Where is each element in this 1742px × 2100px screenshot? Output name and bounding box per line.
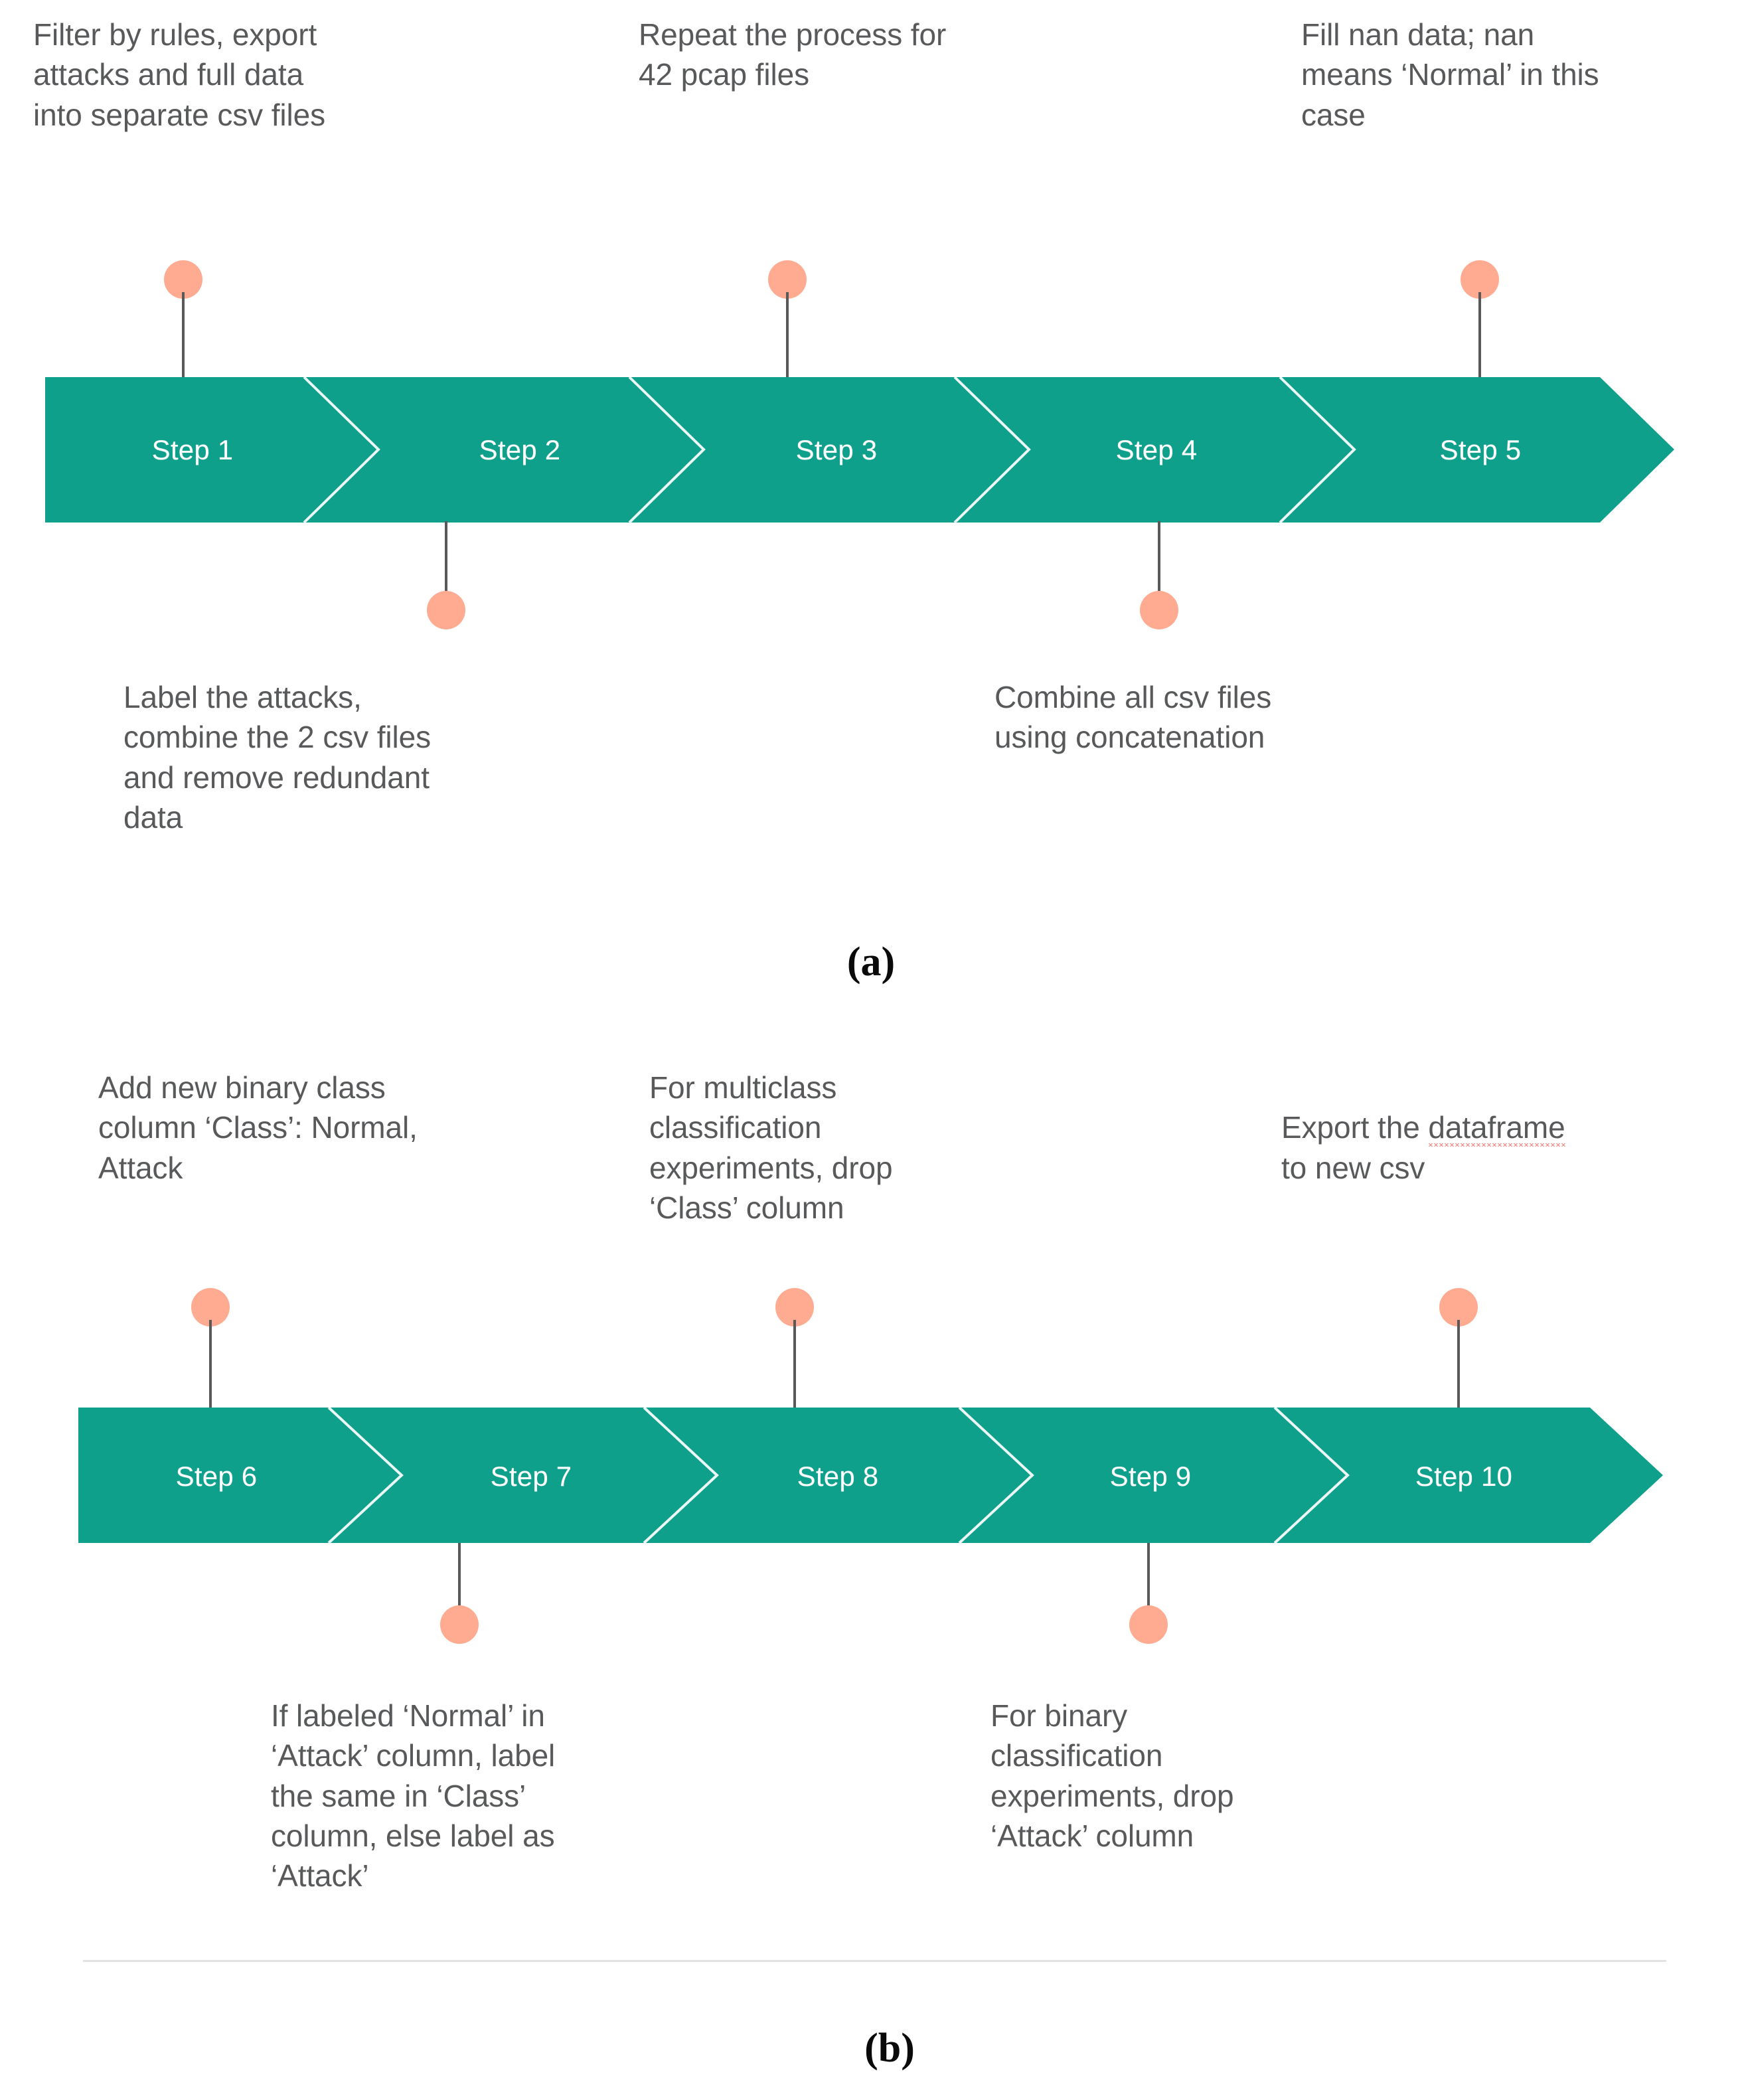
connector-stem-step2 [445,521,447,607]
step-label-3[interactable]: Step 3 [795,434,878,465]
connector-stem-step4 [1158,521,1160,607]
connector-stem-step5 [1478,292,1481,378]
marker-dot-step2 [427,591,465,629]
callout-step10-above: Export the dataframe to new csv [1281,1068,1680,1188]
step-label-4[interactable]: Step 4 [1115,434,1198,465]
step-label-1[interactable]: Step 1 [151,434,234,465]
callout-step1-above: Filter by rules, export attacks and full… [33,17,326,132]
step-label-5[interactable]: Step 5 [1439,434,1522,465]
callout-step8-above: For multiclass classification experiment… [649,1070,893,1225]
connector-stem-step8 [793,1320,796,1408]
connector-stem-step3 [786,292,789,378]
marker-dot-step4 [1140,591,1178,629]
panel-caption-b: (b) [864,2026,915,2071]
connector-stem-step10 [1457,1320,1460,1408]
connector-stem-step7 [458,1543,461,1624]
callout-step10-text-before: Export the [1281,1110,1429,1145]
marker-dot-step9 [1129,1605,1168,1644]
callout-step4-below: Combine all csv files using concatenatio… [994,680,1272,755]
callout-step7-below: If labeled ‘Normal’ in ‘Attack’ column, … [271,1698,556,1893]
chevron-dividers [327,1406,1350,1544]
step-label-6[interactable]: Step 6 [175,1461,258,1492]
connector-stem-step1 [182,292,185,378]
process-arrow-bar-a: Step 1 Step 2 Step 3 Step 4 Step 5 [0,372,1742,531]
callout-step6-above: Add new binary class column ‘Class’: Nor… [98,1070,418,1185]
step-label-8[interactable]: Step 8 [797,1461,879,1492]
arrow-body [45,377,1674,523]
callout-step3-above: Repeat the process for 42 pcap files [639,17,947,92]
step-label-10[interactable]: Step 10 [1415,1461,1513,1492]
marker-dot-step7 [440,1605,479,1644]
callout-step2-below: Label the attacks, combine the 2 csv fil… [123,680,432,835]
connector-stem-step6 [209,1320,212,1408]
step-label-7[interactable]: Step 7 [490,1461,572,1492]
panel-caption-a: (a) [846,939,896,985]
chevron-dividers [303,376,1356,524]
callout-step9-below: For binary classification experiments, d… [990,1698,1234,1853]
section-divider-rule [83,1960,1666,1962]
connector-stem-step9 [1147,1543,1150,1624]
callout-step5-above: Fill nan data; nan means ‘Normal’ in thi… [1301,17,1599,132]
callout-step10-text-after: to new csv [1281,1150,1425,1185]
process-arrow-bar-b: Step 6 Step 7 Step 8 Step 9 Step 10 [0,1402,1742,1551]
spellcheck-underlined-word: dataframe [1428,1110,1565,1147]
arrow-body [78,1408,1663,1543]
step-label-9[interactable]: Step 9 [1109,1461,1192,1492]
step-label-2[interactable]: Step 2 [479,434,561,465]
